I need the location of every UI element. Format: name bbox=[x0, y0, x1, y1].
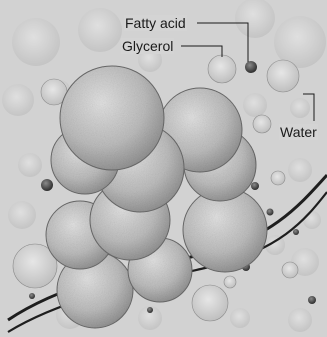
label-fatty-acid: Fatty acid bbox=[124, 15, 187, 31]
label-water: Water bbox=[279, 124, 318, 140]
label-glycerol: Glycerol bbox=[121, 38, 174, 54]
